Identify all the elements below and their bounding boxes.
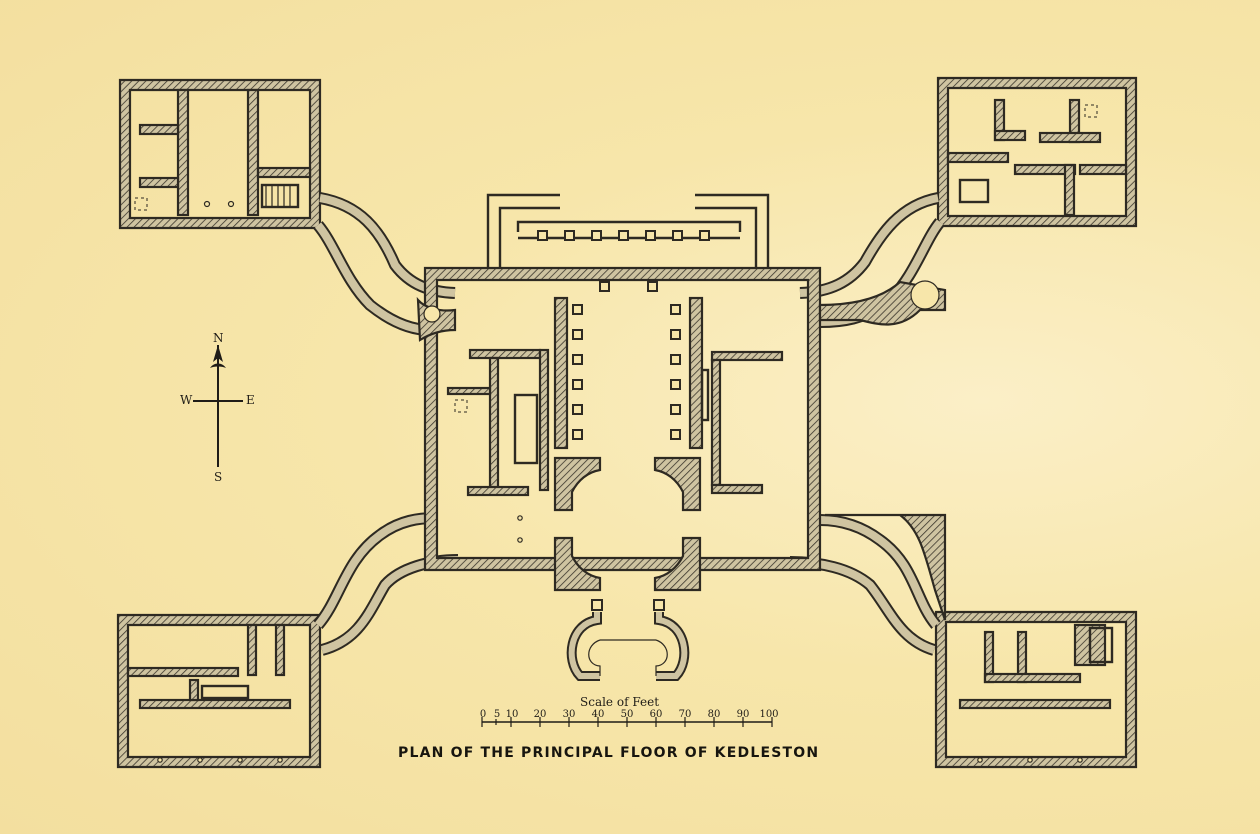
scale-tick: 20 (533, 709, 547, 720)
scale-tick: 60 (649, 709, 663, 720)
scale-tick: 10 (505, 709, 519, 720)
compass-south-label: S (214, 470, 223, 484)
scale-tick: 70 (678, 709, 692, 720)
side-wings (416, 280, 947, 621)
northwest-pavilion (118, 78, 322, 230)
southeast-pavilion (934, 610, 1138, 769)
scale-tick: 50 (620, 709, 634, 720)
south-steps (566, 599, 690, 681)
scale-tick: 80 (707, 709, 721, 720)
compass-rose (193, 345, 243, 467)
compass-north-label: N (213, 331, 224, 345)
quadrant-corridors (313, 192, 945, 656)
scale-tick: 40 (591, 709, 605, 720)
central-block (423, 266, 822, 592)
compass-west-label: W (180, 393, 193, 407)
scale-tick: 5 (493, 709, 501, 720)
northeast-pavilion (936, 76, 1138, 228)
southwest-pavilion (116, 613, 322, 769)
north-portico (486, 193, 770, 268)
scale-tick: 90 (736, 709, 750, 720)
compass-east-label: E (246, 393, 255, 407)
scale-bar (481, 717, 773, 727)
scale-tick: 100 (759, 709, 779, 720)
scale-tick: 30 (562, 709, 576, 720)
plan-title: PLAN OF THE PRINCIPAL FLOOR OF KEDLESTON (398, 745, 820, 761)
scale-tick: 0 (479, 709, 487, 720)
scale-title: Scale of Feet (580, 695, 660, 709)
